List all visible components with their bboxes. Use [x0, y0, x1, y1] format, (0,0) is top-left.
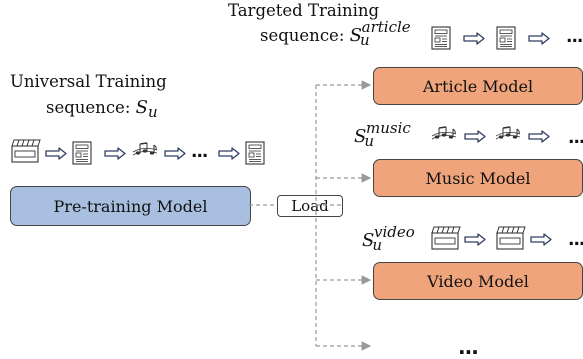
universal-title: Universal Training: [10, 72, 167, 91]
arrow-right-icon: [104, 147, 126, 160]
clapperboard-icon: [431, 226, 461, 250]
universal-sequence-label: sequence: Su: [46, 97, 158, 121]
ellipsis-universal: ...: [191, 142, 208, 162]
video-model-label: Video Model: [427, 271, 529, 291]
video-sequence: [431, 226, 552, 250]
clapperboard-icon: [11, 139, 41, 163]
dashed-connectors: [249, 80, 372, 351]
clapperboard-icon: [496, 226, 526, 250]
ellipsis-more-models: ...: [458, 335, 479, 359]
load-box: Load: [277, 195, 343, 217]
pretraining-model-label: Pre-training Model: [53, 196, 208, 216]
ellipsis-video: ...: [568, 230, 583, 250]
document-icon: [496, 26, 516, 50]
arrow-right-icon: [528, 32, 550, 45]
music-sequence: [431, 126, 550, 143]
targeted-title: Targeted Training: [228, 1, 380, 20]
load-label: Load: [291, 197, 329, 215]
arrow-right-icon: [464, 233, 486, 246]
article-model-box: Article Model: [373, 67, 583, 105]
music-model-box: Music Model: [373, 159, 583, 197]
arrow-right-icon: [218, 147, 240, 160]
ellipsis-music: ...: [568, 128, 583, 148]
arrow-right-icon: [464, 130, 486, 143]
arrow-right-icon: [530, 233, 552, 246]
document-icon: [72, 141, 92, 165]
arrow-right-icon: [528, 130, 550, 143]
document-icon: [431, 26, 451, 50]
music-model-label: Music Model: [425, 168, 531, 188]
pretraining-model-box: Pre-training Model: [10, 186, 251, 226]
universal-sequence: [11, 139, 265, 165]
article-model-label: Article Model: [422, 76, 534, 96]
arrow-right-icon: [164, 147, 186, 160]
document-icon: [245, 141, 265, 165]
ellipsis-targeted: ...: [566, 27, 583, 47]
music-sequence-label: Sumusic: [354, 119, 411, 150]
arrow-right-icon: [45, 147, 67, 160]
article-sequence: [431, 26, 550, 50]
music-notes-icon: [431, 126, 457, 140]
video-sequence-label: Suvideo: [362, 223, 415, 254]
arrow-right-icon: [463, 32, 485, 45]
video-model-box: Video Model: [373, 262, 583, 300]
music-notes-icon: [132, 142, 158, 156]
music-notes-icon: [495, 126, 521, 140]
targeted-sequence-label: sequence: Suarticle: [260, 18, 411, 49]
